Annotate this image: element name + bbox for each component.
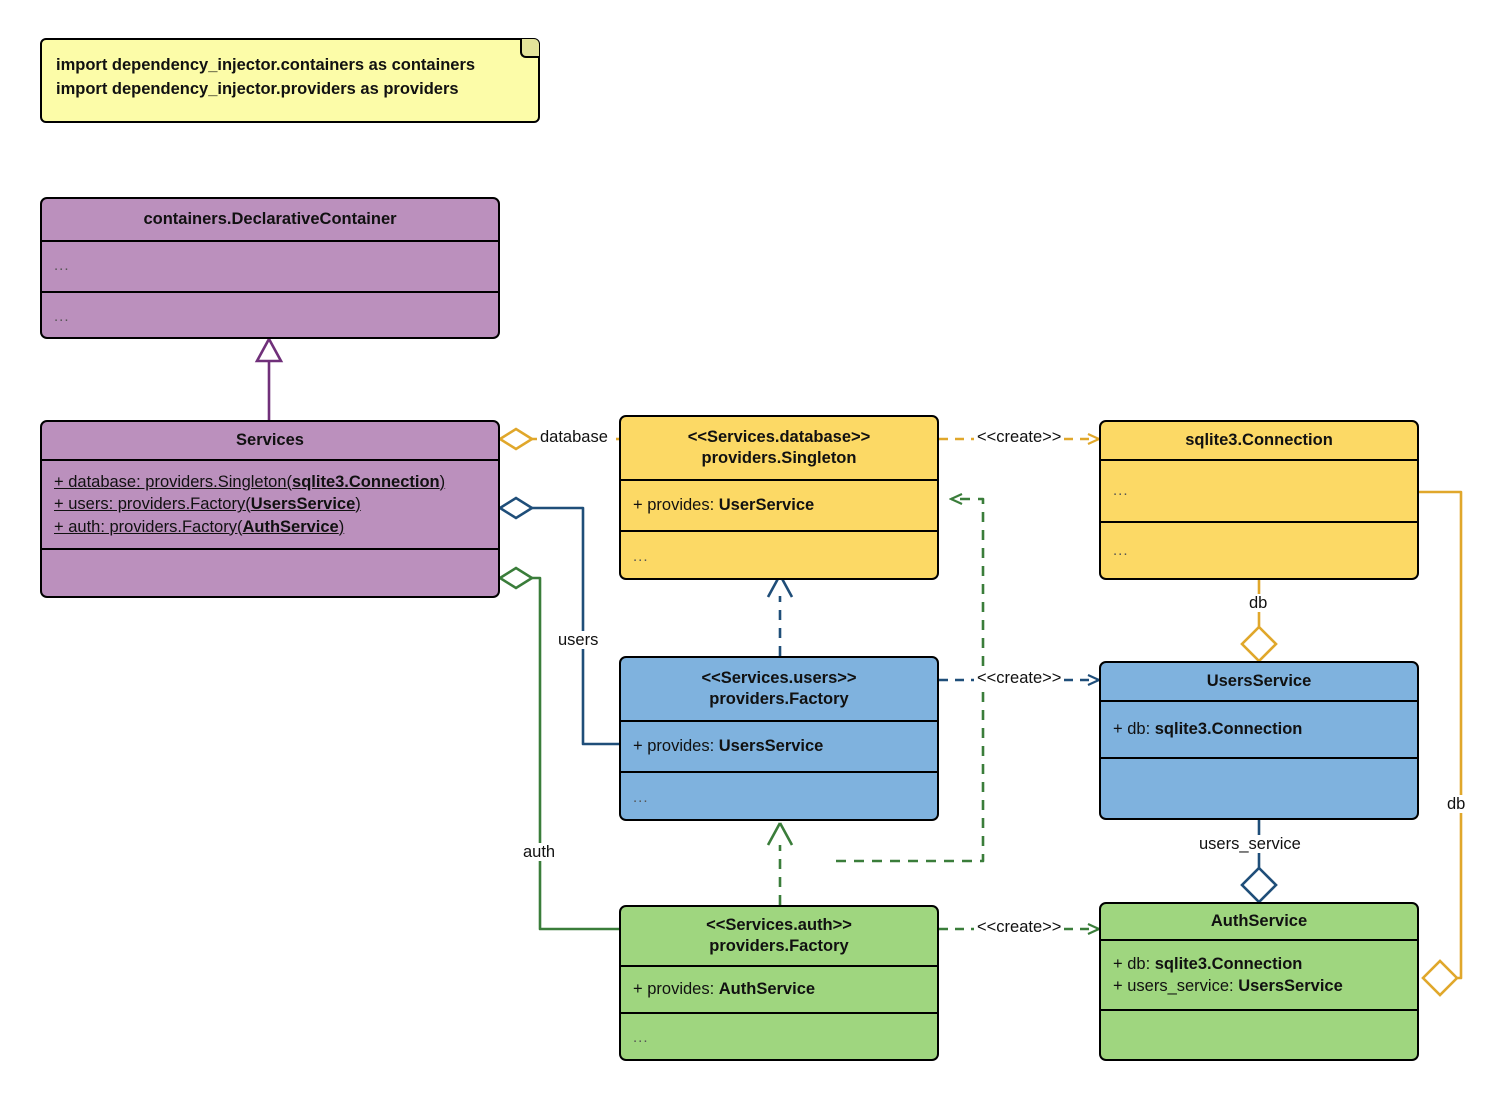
class-methods-services-auth-provider: ... (621, 1012, 937, 1059)
edge-label-database: database (537, 428, 611, 447)
edge-aggregation-users (497, 496, 619, 746)
class-sqlite3-connection[interactable]: sqlite3.Connection ... ... (1099, 420, 1419, 580)
class-attributes-services-database-provider: + provides: UserService (621, 479, 937, 530)
edge-label-create-auth: <<create>> (974, 918, 1065, 937)
class-attributes-auth-service: + db: sqlite3.Connection + users_service… (1101, 939, 1417, 1009)
class-attributes-services-users-provider: + provides: UsersService (621, 720, 937, 771)
class-users-service[interactable]: UsersService + db: sqlite3.Connection (1099, 661, 1419, 820)
edge-generalization-services (254, 336, 284, 420)
class-methods-sqlite3-connection: ... (1101, 521, 1417, 578)
note-line-1: import dependency_injector.containers as… (56, 56, 476, 74)
edge-label-db-users: db (1246, 594, 1271, 613)
edge-dependency-auth-users (766, 822, 794, 905)
attribute-users: + users: providers.Factory(UsersService) (54, 495, 361, 514)
class-methods-users-service (1101, 757, 1417, 818)
class-attributes-services: + database: providers.Singleton(sqlite3.… (42, 459, 498, 548)
attribute-users-service-auth-service: + users_service: UsersService (1113, 977, 1343, 995)
edge-dependency-users-database (766, 574, 794, 656)
edge-aggregation-auth (497, 566, 619, 931)
class-methods-declarative-container: ... (42, 291, 498, 337)
class-declarative-container[interactable]: containers.DeclarativeContainer ... ... (40, 197, 500, 339)
class-attributes-users-service: + db: sqlite3.Connection (1101, 700, 1417, 757)
edge-label-create-database: <<create>> (974, 428, 1065, 447)
attribute-provides-users: + provides: UsersService (633, 737, 824, 756)
class-title-auth-service: AuthService (1210, 911, 1308, 930)
edge-label-users-service: users_service (1196, 835, 1304, 854)
attribute-provides-database: + provides: UserService (633, 496, 815, 515)
attribute-db-users-service: + db: sqlite3.Connection (1113, 720, 1303, 739)
note-line-2: import dependency_injector.providers as … (56, 79, 459, 98)
class-title-services: Services (236, 430, 304, 449)
class-attributes-sqlite3-connection: ... (1101, 459, 1417, 521)
class-services[interactable]: Services + database: providers.Singleton… (40, 420, 500, 598)
attribute-provides-auth: + provides: AuthService (633, 980, 816, 999)
class-title-services-auth-provider: <<Services.auth>> providers.Factory (706, 915, 852, 955)
edge-label-auth: auth (520, 843, 559, 862)
class-methods-services-users-provider: ... (621, 771, 937, 819)
class-title-declarative-container: containers.DeclarativeContainer (143, 209, 397, 228)
class-title-services-database-provider: <<Services.database>> providers.Singleto… (687, 427, 871, 467)
edge-label-db-auth: db (1444, 795, 1469, 814)
edge-aggregation-users-db (1240, 580, 1278, 663)
class-attributes-declarative-container: ... (42, 240, 498, 291)
class-attributes-services-auth-provider: + provides: AuthService (621, 965, 937, 1012)
attribute-auth: + auth: providers.Factory(AuthService) (54, 517, 345, 536)
edge-aggregation-auth-db (1419, 490, 1463, 997)
class-services-auth-provider[interactable]: <<Services.auth>> providers.Factory + pr… (619, 905, 939, 1061)
class-services-users-provider[interactable]: <<Services.users>> providers.Factory + p… (619, 656, 939, 821)
import-note: import dependency_injector.containers as… (40, 38, 540, 123)
class-methods-auth-service (1101, 1009, 1417, 1058)
edge-label-users: users (555, 631, 602, 650)
edge-aggregation-auth-users-service (1240, 820, 1278, 904)
class-services-database-provider[interactable]: <<Services.database>> providers.Singleto… (619, 415, 939, 580)
class-title-sqlite3-connection: sqlite3.Connection (1185, 430, 1333, 449)
class-title-services-users-provider: <<Services.users>> providers.Factory (701, 668, 857, 708)
attribute-database: + database: providers.Singleton(sqlite3.… (54, 473, 446, 491)
class-methods-services (42, 548, 498, 595)
class-title-users-service: UsersService (1206, 671, 1312, 690)
class-auth-service[interactable]: AuthService + db: sqlite3.Connection + u… (1099, 902, 1419, 1061)
attribute-db-auth-service: + db: sqlite3.Connection (1113, 954, 1303, 973)
edge-label-create-users: <<create>> (974, 669, 1065, 688)
class-methods-services-database-provider: ... (621, 530, 937, 578)
note-fold-icon (520, 39, 539, 58)
